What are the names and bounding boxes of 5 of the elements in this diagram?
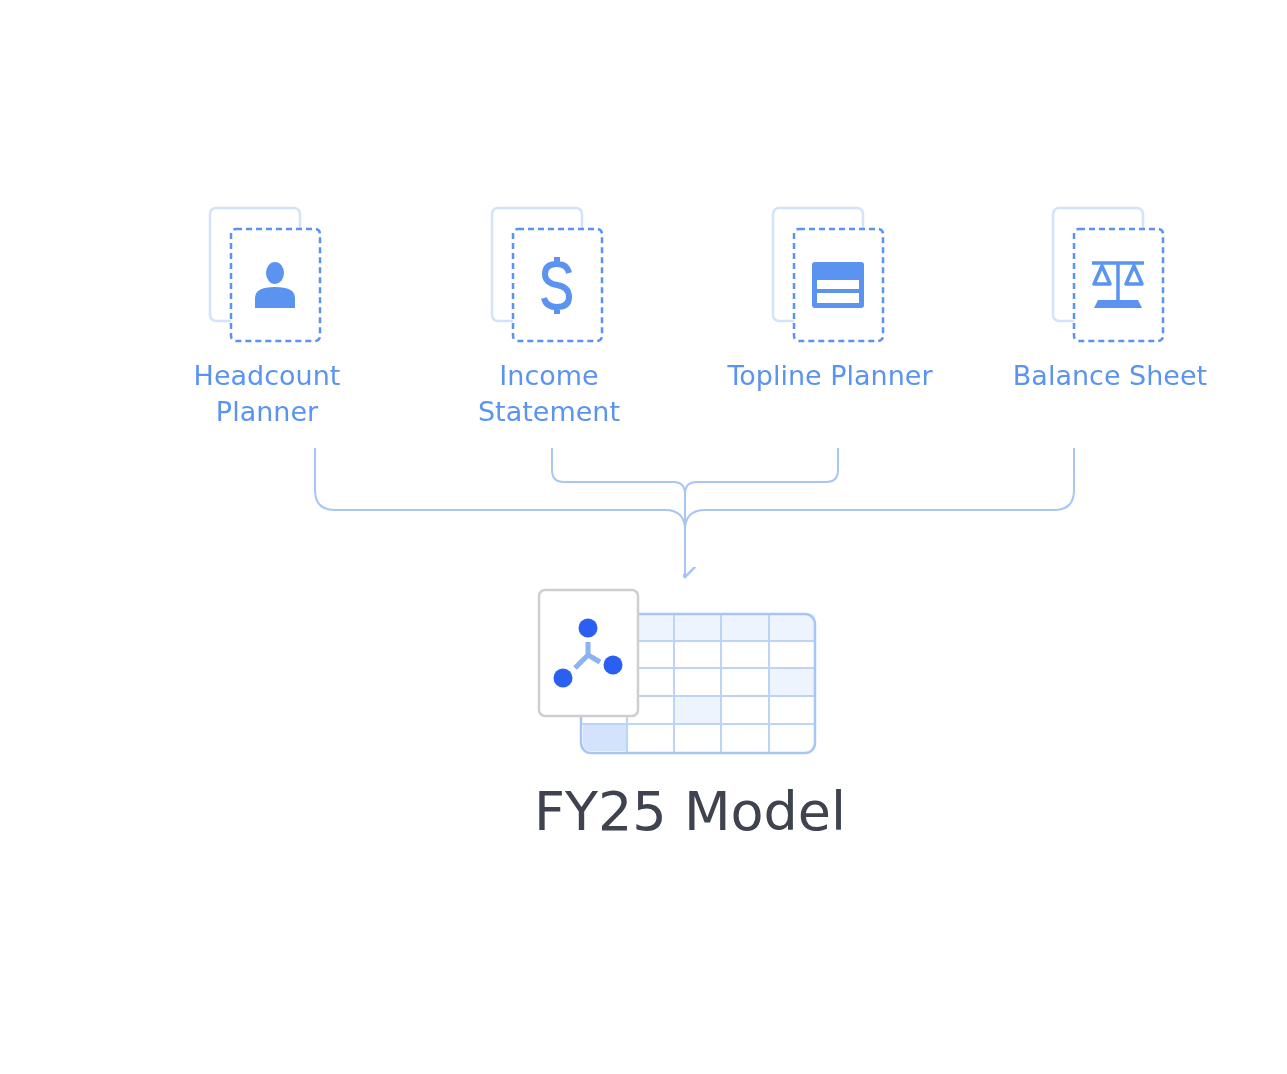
source-label: Headcount Planner <box>192 359 342 429</box>
source-label: Balance Sheet <box>1011 359 1209 393</box>
model-title: FY25 Model <box>532 779 848 845</box>
source-label: Topline Planner <box>726 359 934 393</box>
source-label: Income Statement <box>476 359 622 429</box>
